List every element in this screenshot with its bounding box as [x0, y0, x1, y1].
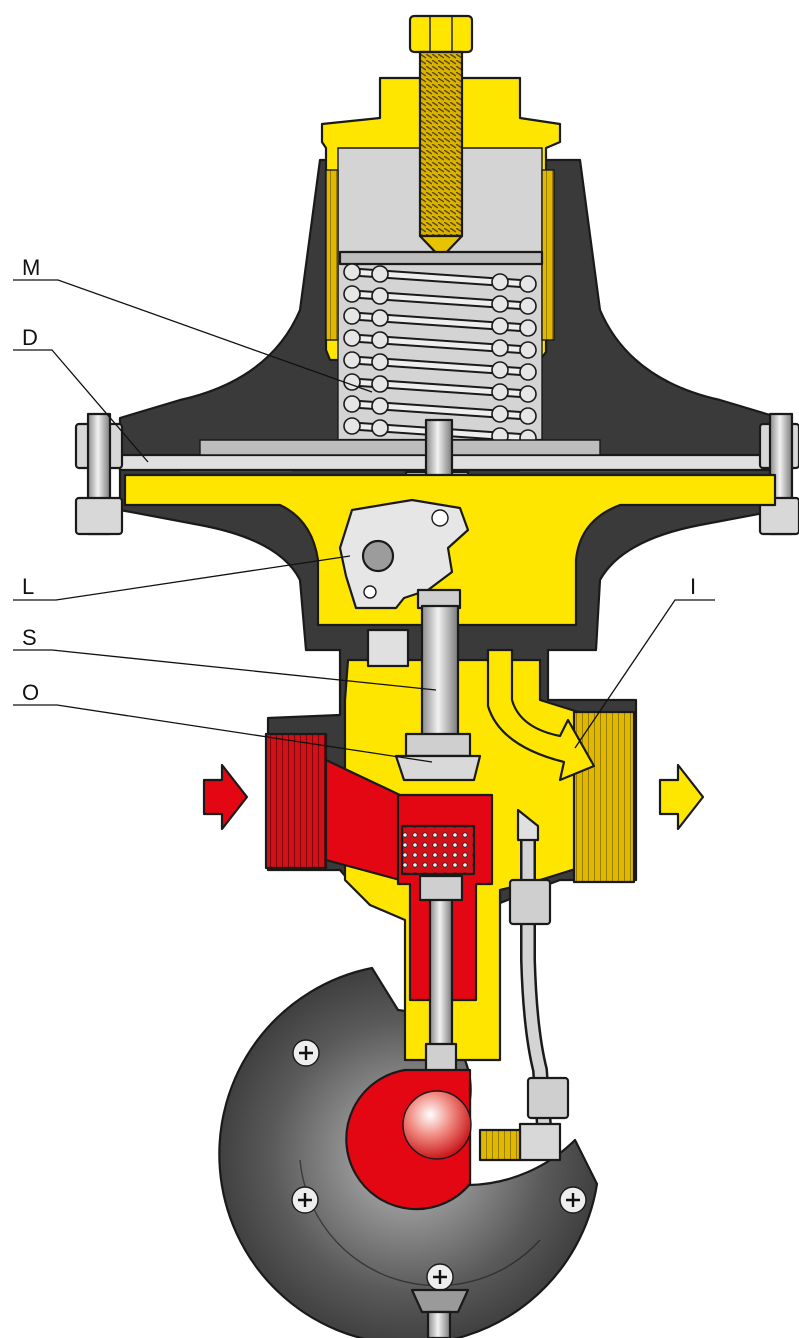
spring-coil-end — [519, 407, 537, 425]
spring-coil-end — [519, 385, 537, 403]
spring-coil-end — [343, 373, 361, 391]
spring-coil-end — [343, 395, 361, 413]
spring-coil-end — [519, 275, 537, 293]
flow-out-arrow-icon — [658, 763, 705, 831]
spring-coil-end — [371, 309, 389, 327]
spring-coil-end — [343, 285, 361, 303]
spring-coil-end — [491, 383, 509, 401]
spring-coil-end — [371, 375, 389, 393]
callout-labels: M D L S O I — [22, 255, 696, 705]
spring-coil-end — [491, 273, 509, 291]
spring-coil-end — [491, 361, 509, 379]
spring-coil-end — [491, 339, 509, 357]
screw-head — [426, 1263, 454, 1291]
label-l: L — [22, 574, 34, 599]
spring-coil-end — [371, 397, 389, 415]
screw-head — [292, 1039, 320, 1067]
spring-coil-end — [371, 419, 389, 437]
spring-coil-end — [343, 307, 361, 325]
lever-mechanism — [338, 498, 470, 610]
label-o: O — [22, 680, 39, 705]
label-leaders — [13, 279, 715, 763]
spring-coil-end — [371, 287, 389, 305]
flange-bolt-left — [74, 412, 124, 536]
spring-coils — [343, 263, 537, 447]
label-i: I — [690, 574, 696, 599]
spring-coil-end — [371, 353, 389, 371]
spring-coil-end — [343, 263, 361, 281]
screw-head — [291, 1186, 319, 1214]
spring-coil-end — [519, 363, 537, 381]
spring-coil-end — [519, 341, 537, 359]
spring-coil-end — [343, 417, 361, 435]
label-s: S — [22, 625, 37, 650]
spring-coil-end — [519, 319, 537, 337]
screw-head — [559, 1186, 587, 1214]
label-d: D — [22, 325, 38, 350]
spring-coil-end — [491, 317, 509, 335]
spring-coil-end — [371, 331, 389, 349]
spring-coil-end — [343, 329, 361, 347]
spring-coil-end — [491, 295, 509, 313]
label-m: M — [22, 255, 40, 280]
spring-coil-end — [519, 297, 537, 315]
spring — [338, 250, 544, 456]
adjusting-screw — [408, 14, 474, 260]
spring-coil-end — [343, 351, 361, 369]
internal-flow-arrow — [486, 648, 596, 782]
valve-stem — [366, 588, 482, 782]
spring-coil-end — [371, 265, 389, 283]
flow-in-arrow-icon — [202, 763, 249, 831]
spring-coil-end — [491, 405, 509, 423]
shutoff-ball-assembly — [345, 1068, 472, 1211]
impulse-tube — [478, 808, 570, 1162]
